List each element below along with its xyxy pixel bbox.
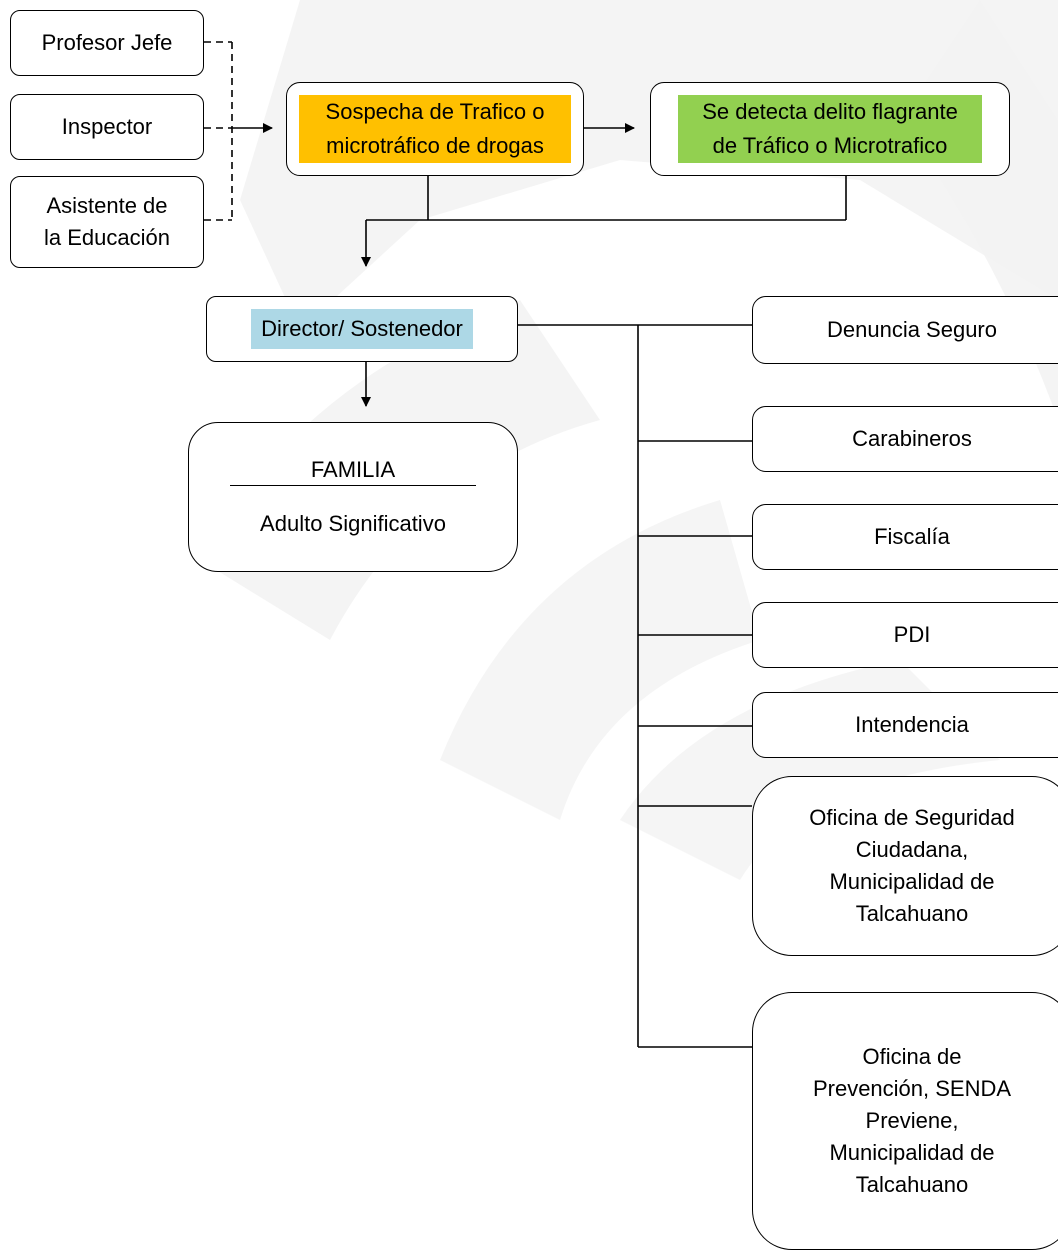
agency-box-carabineros: Carabineros [752, 406, 1058, 472]
agency-label: Denuncia Seguro [826, 317, 997, 342]
reporter-box-inspector: Inspector [10, 94, 204, 160]
agency-box-fiscalia: Fiscalía [752, 504, 1058, 570]
agency-box-senda-previene: Oficina de Prevención, SENDA Previene, M… [752, 992, 1058, 1250]
agency-box-intendencia: Intendencia [752, 692, 1058, 758]
reporter-label: Inspector [61, 114, 153, 139]
reporter-label: Profesor Jefe [41, 30, 173, 55]
suspicion-box: Sospecha de Trafico o microtráfico de dr… [286, 82, 584, 176]
agency-label: Intendencia [855, 712, 969, 737]
flagrant-label: Se detecta delito flagrante de Tráfico o… [678, 95, 982, 163]
reporter-box-profesor-jefe: Profesor Jefe [10, 10, 204, 76]
agency-label: PDI [893, 622, 931, 647]
family-box: FAMILIA Adulto Significativo [188, 422, 518, 572]
family-subtitle: Adulto Significativo [260, 510, 446, 536]
agency-label: Fiscalía [874, 524, 950, 549]
director-label: Director/ Sostenedor [251, 309, 473, 349]
agency-box-seguridad-ciudadana: Oficina de Seguridad Ciudadana, Municipa… [752, 776, 1058, 956]
reporter-label: Asistente de la Educación [44, 193, 170, 250]
agency-box-denuncia-seguro: Denuncia Seguro [752, 296, 1058, 364]
agency-label: Oficina de Prevención, SENDA Previene, M… [812, 1044, 1012, 1197]
reporter-box-asistente: Asistente de la Educación [10, 176, 204, 268]
director-box: Director/ Sostenedor [206, 296, 518, 362]
agency-label: Oficina de Seguridad Ciudadana, Municipa… [809, 805, 1015, 926]
agency-label: Carabineros [852, 426, 972, 451]
flagrant-box: Se detecta delito flagrante de Tráfico o… [650, 82, 1010, 176]
family-title: FAMILIA [230, 455, 476, 486]
suspicion-label: Sospecha de Trafico o microtráfico de dr… [299, 95, 571, 163]
agency-box-pdi: PDI [752, 602, 1058, 668]
